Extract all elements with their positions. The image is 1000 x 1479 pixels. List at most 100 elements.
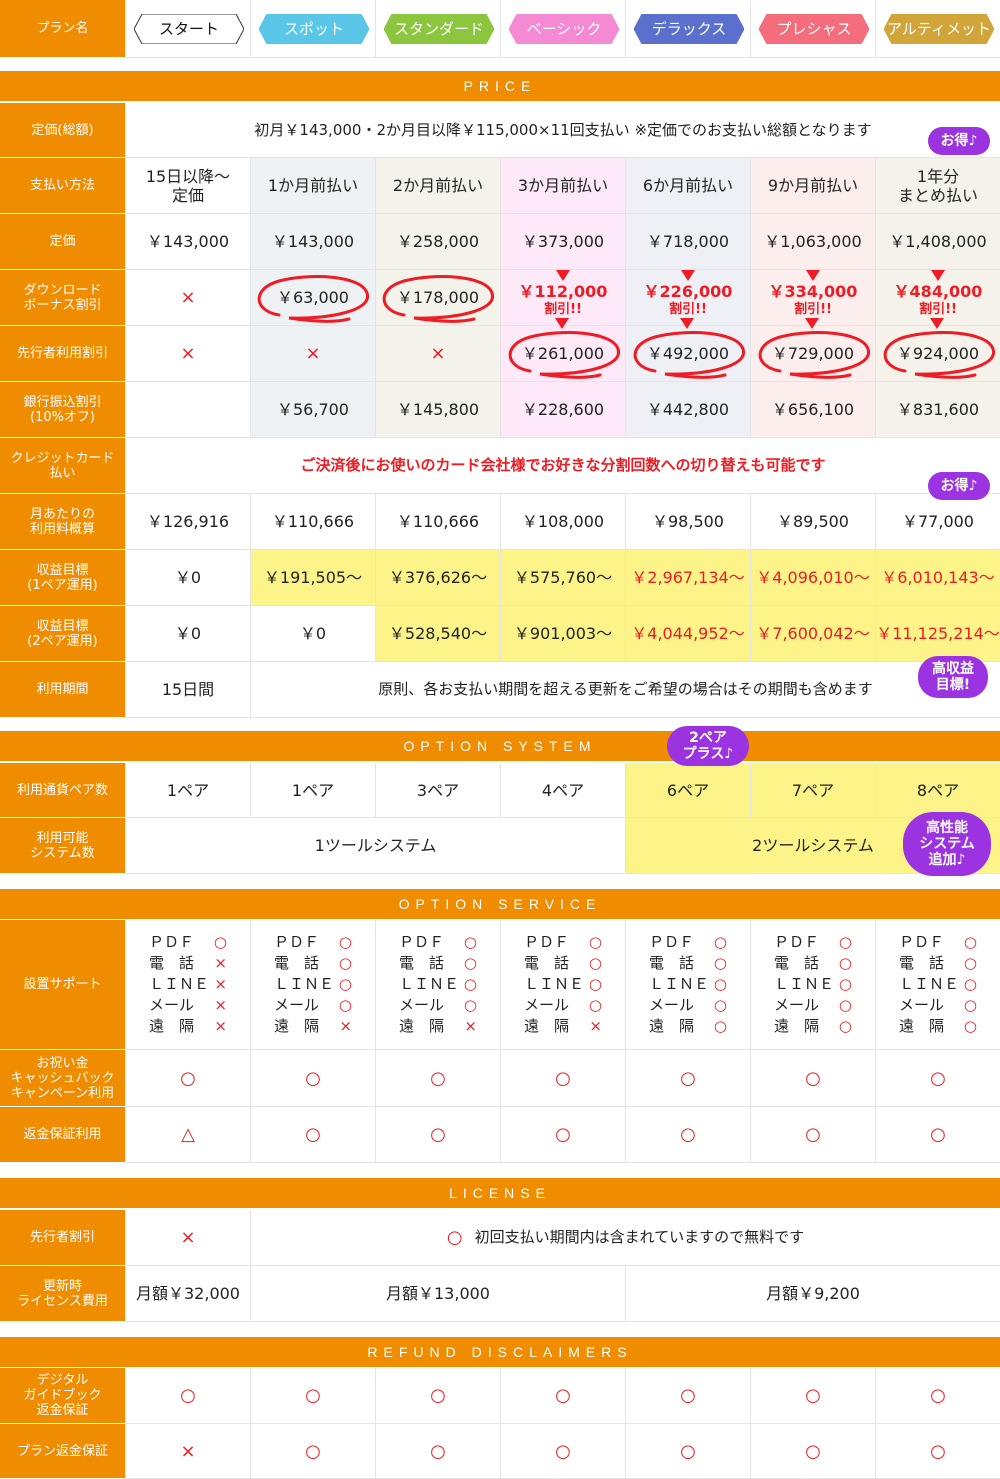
profit-1pair-cell: ￥376,626〜 (375, 550, 500, 606)
plan-tag: スタート (134, 14, 244, 44)
credit-card-label: クレジットカード 払い (0, 438, 125, 494)
otoku-bubble: お得♪ (928, 127, 990, 155)
systems-label: 利用可能 システム数 (0, 818, 125, 874)
plan-tag-shape (509, 14, 619, 44)
setup-support-row: メール○ (899, 995, 977, 1016)
option-system-title: OPTION SYSTEM (0, 731, 1000, 761)
bank-transfer-cell: ￥831,600 (875, 382, 1000, 438)
plan-tag-shape (259, 14, 369, 44)
setup-support-row: ＰＤＦ○ (649, 932, 727, 953)
setup-support-row: ＰＤＦ○ (524, 932, 602, 953)
setup-support-row: ＰＤＦ○ (274, 932, 352, 953)
license-pioneer-label: 先行者割引 (0, 1210, 125, 1266)
plan-column-header: スポット (250, 0, 375, 58)
setup-item-name: 電 話 (524, 954, 570, 972)
setup-item-name: ＰＤＦ (274, 933, 320, 951)
down-arrow-icon (930, 318, 944, 329)
profit-2pair-cell: ￥0 (125, 606, 250, 662)
discount-tag: 割引!! (919, 302, 957, 317)
bank-transfer-cell (125, 382, 250, 438)
discount-value: ￥484,000 (893, 282, 983, 301)
plan-tag-shape (384, 14, 494, 44)
setup-item-name: ＰＤＦ (399, 933, 445, 951)
profit-2pair-cell: ￥7,600,042〜 (750, 606, 875, 662)
plan-tag-shape (759, 14, 869, 44)
setup-support-row: 電 話× (149, 953, 227, 974)
setup-support-row: ＰＤＦ○ (899, 932, 977, 953)
setup-item-mark: ○ (963, 933, 977, 951)
pioneer-discount-cell: ￥492,000 (625, 326, 750, 382)
pioneer-discount-cell: ￥924,000 (875, 326, 1000, 382)
setup-item-mark: ○ (713, 975, 727, 993)
setup-support-row: 遠 隔× (524, 1016, 602, 1037)
discount-tag: 割引!! (544, 302, 582, 317)
otoku-bubble: お得♪ (928, 472, 990, 500)
discount-value: ￥334,000 (768, 282, 858, 301)
plan-name: デラックス (651, 19, 727, 38)
profit-2pair-label: 収益目標 (2ペア運用) (0, 606, 125, 662)
pioneer-discount-cell: ￥261,000 (500, 326, 625, 382)
payment-method-cell: 3か月前払い (500, 158, 625, 214)
setup-item-name: 電 話 (899, 954, 945, 972)
setup-support-row: ＬＩＮＥ○ (774, 974, 852, 995)
plan-tag: デラックス (634, 14, 744, 44)
teika-cell: ￥143,000 (250, 214, 375, 270)
license-renew-mid: 月額￥13,000 (250, 1266, 625, 1322)
download-bonus-cell: ￥63,000 (250, 270, 375, 326)
plan-refund-cell: × (125, 1424, 250, 1479)
usage-period-text: 原則、各お支払い期間を超える更新をご希望の場合はその期間も含めます (250, 662, 1000, 718)
plan-column-header: デラックス (625, 0, 750, 58)
license-pioneer-mark: ○ (446, 1227, 463, 1248)
refund-guarantee-label: 返金保証利用 (0, 1107, 125, 1163)
setup-support-cell: ＰＤＦ○電 話○ＬＩＮＥ○メール○遠 隔○ (750, 920, 875, 1050)
cashback-cell: ○ (750, 1050, 875, 1107)
guidebook-refund-cell: ○ (125, 1368, 250, 1424)
profit-1pair-cell: ￥0 (125, 550, 250, 606)
cashback-cell: ○ (375, 1050, 500, 1107)
setup-support-list: ＰＤＦ○電 話○ＬＩＮＥ○メール○遠 隔○ (774, 932, 852, 1037)
plan-name: スタンダード (393, 19, 484, 38)
setup-item-mark: ○ (338, 975, 352, 993)
cashback-cell: ○ (875, 1050, 1000, 1107)
plan-name: スポット (283, 19, 344, 38)
setup-item-name: ＬＩＮＥ (149, 975, 210, 993)
setup-item-mark: ○ (463, 975, 477, 993)
high-profit-bubble: 高収益 目標! (918, 656, 988, 698)
plan-tag-shape (634, 14, 744, 44)
pioneer-discount-cell: ￥729,000 (750, 326, 875, 382)
setup-support-row: メール○ (274, 995, 352, 1016)
refund-guarantee-cell: ○ (875, 1107, 1000, 1163)
setup-support-row: 電 話○ (399, 953, 477, 974)
setup-item-mark: × (214, 975, 227, 993)
teika-label: 定価 (0, 214, 125, 270)
plan-refund-cell: ○ (750, 1424, 875, 1479)
plan-column-header: プレシャス (750, 0, 875, 58)
setup-support-row: ＬＩＮＥ○ (649, 974, 727, 995)
plan-tag-shape (134, 14, 244, 44)
setup-support-row: メール○ (774, 995, 852, 1016)
setup-support-cell: ＰＤＦ○電 話×ＬＩＮＥ×メール×遠 隔× (125, 920, 250, 1050)
setup-item-name: 電 話 (774, 954, 820, 972)
guidebook-refund-cell: ○ (625, 1368, 750, 1424)
license-renew-start: 月額￥32,000 (125, 1266, 250, 1322)
currency-pairs-cell: 7ペア (750, 763, 875, 818)
setup-support-row: ＰＤＦ○ (774, 932, 852, 953)
profit-2pair-cell: ￥11,125,214〜 (875, 606, 1000, 662)
setup-support-row: 電 話○ (649, 953, 727, 974)
setup-item-name: ＰＤＦ (524, 933, 570, 951)
down-arrow-icon (555, 270, 570, 281)
setup-item-name: 遠 隔 (149, 1017, 195, 1035)
license-pioneer-text-cell: ○初回支払い期間内は含まれていますので無料です (250, 1210, 1000, 1266)
down-arrow-icon (805, 318, 819, 329)
bank-transfer-cell: ￥56,700 (250, 382, 375, 438)
teika-cell: ￥1,408,000 (875, 214, 1000, 270)
guidebook-refund-cell: ○ (750, 1368, 875, 1424)
license-pioneer-start: × (125, 1210, 250, 1266)
teika-cell: ￥718,000 (625, 214, 750, 270)
system-one-cell: 1ツールシステム (125, 818, 625, 874)
setup-support-row: ＰＤＦ○ (149, 932, 227, 953)
